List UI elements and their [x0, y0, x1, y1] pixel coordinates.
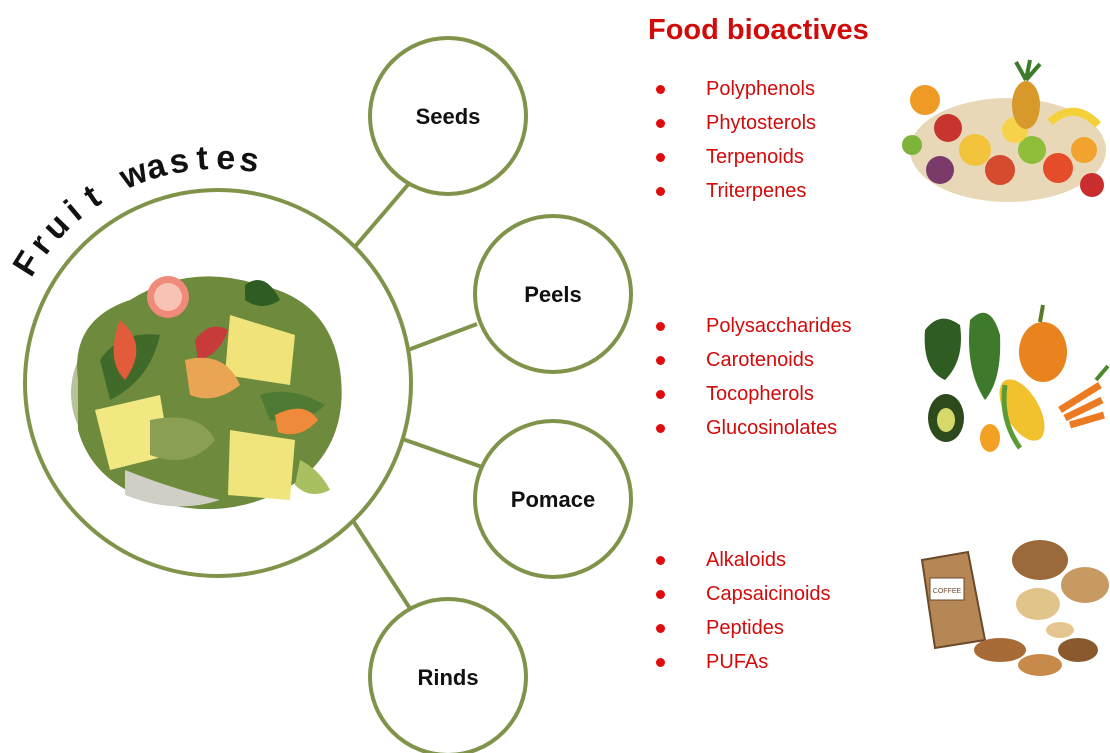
- list-item: Terpenoids: [656, 140, 816, 174]
- list-item: PUFAs: [656, 645, 831, 679]
- bioactive-list-1: Polyphenols Phytosterols Terpenoids Trit…: [656, 72, 816, 208]
- source-label-pomace: Pomace: [511, 487, 595, 512]
- bioactive-list-3: Alkaloids Capsaicinoids Peptides PUFAs: [656, 543, 831, 679]
- bioactive-list-2: Polysaccharides Carotenoids Tocopherols …: [656, 309, 852, 445]
- title-letter: e: [216, 139, 236, 178]
- fruit-waste-pile-icon: [71, 276, 342, 509]
- list-item: Capsaicinoids: [656, 577, 831, 611]
- title-letter: t: [77, 178, 108, 216]
- food-bioactives-heading: Food bioactives: [648, 14, 869, 47]
- title-letter: s: [237, 140, 261, 180]
- list-item: Peptides: [656, 611, 831, 645]
- vegetables-icon: [925, 305, 1108, 452]
- list-item: Glucosinolates: [656, 411, 852, 445]
- list-item: Phytosterols: [656, 106, 816, 140]
- source-label-seeds: Seeds: [416, 104, 481, 129]
- list-item: Carotenoids: [656, 343, 852, 377]
- connector-rinds: [346, 510, 413, 613]
- list-item: Polysaccharides: [656, 309, 852, 343]
- title-letter: s: [166, 141, 191, 182]
- list-item: Triterpenes: [656, 174, 816, 208]
- title-letter: t: [195, 139, 209, 178]
- source-label-peels: Peels: [524, 282, 582, 307]
- list-item: Polyphenols: [656, 72, 816, 106]
- coffee-bag-label: COFFEE: [933, 588, 962, 595]
- source-label-rinds: Rinds: [417, 665, 478, 690]
- list-item: Tocopherols: [656, 377, 852, 411]
- list-item: Alkaloids: [656, 543, 831, 577]
- fruit-pile-icon: [902, 60, 1106, 202]
- connector-pomace: [394, 436, 485, 468]
- coffee-nuts-icon: COFFEE: [922, 540, 1109, 676]
